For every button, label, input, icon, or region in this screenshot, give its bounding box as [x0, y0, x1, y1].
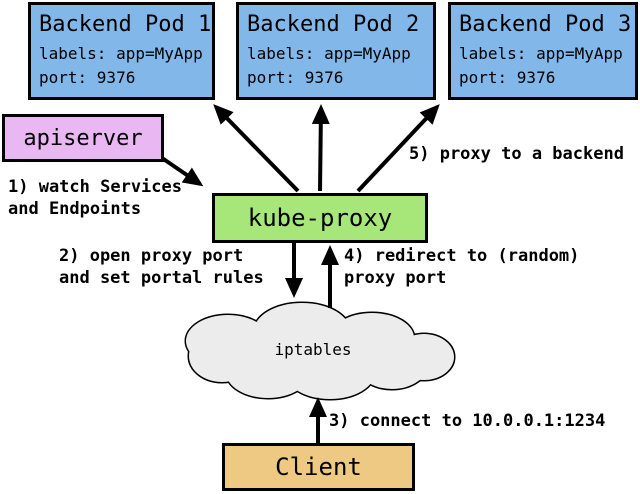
annotation-step3-connect: 3) connect to 10.0.0.1:1234: [329, 411, 606, 431]
backend-pod-1-port: port: 9376: [39, 68, 136, 87]
backend-pod-3-port: port: 9376: [459, 68, 556, 87]
backend-pod-1-box: Backend Pod 1 labels: app=MyApp port: 93…: [28, 2, 215, 100]
annotation-step1-watch-services: 1) watch Services and Endpoints: [8, 177, 182, 219]
arrow-kubeproxy-to-pod1: [213, 104, 300, 193]
backend-pod-1-labels: labels: app=MyApp: [39, 44, 203, 63]
client-box: Client: [222, 443, 415, 491]
backend-pod-3-box: Backend Pod 3 labels: app=MyApp port: 93…: [448, 2, 638, 100]
backend-pod-1-title: Backend Pod 1: [39, 12, 212, 37]
client-label: Client: [275, 453, 362, 481]
kube-proxy-box: kube-proxy: [212, 193, 428, 243]
annotation-step5-proxy-to-backend: 5) proxy to a backend: [409, 144, 624, 164]
iptables-cloud-shape: [184, 301, 456, 401]
backend-pod-2-title: Backend Pod 2: [247, 12, 420, 37]
kube-proxy-label: kube-proxy: [247, 204, 393, 232]
iptables-label: iptables: [274, 340, 352, 359]
arrow-kubeproxy-to-pod3: [356, 104, 440, 193]
arrow-kubeproxy-to-pod2: [311, 104, 330, 192]
backend-pod-3-title: Backend Pod 3: [459, 12, 632, 37]
backend-pod-2-port: port: 9376: [247, 68, 344, 87]
backend-pod-3-labels: labels: app=MyApp: [459, 44, 623, 63]
apiserver-box: apiserver: [2, 114, 164, 162]
backend-pod-2-box: Backend Pod 2 labels: app=MyApp port: 93…: [236, 2, 436, 100]
arrow-apiserver-to-kubeproxy: [160, 156, 204, 187]
annotation-step4-redirect: 4) redirect to (random) proxy port: [344, 246, 580, 288]
apiserver-label: apiserver: [23, 125, 143, 151]
annotation-step2-open-proxy-port: 2) open proxy port and set portal rules: [59, 246, 264, 288]
backend-pod-2-labels: labels: app=MyApp: [247, 44, 411, 63]
